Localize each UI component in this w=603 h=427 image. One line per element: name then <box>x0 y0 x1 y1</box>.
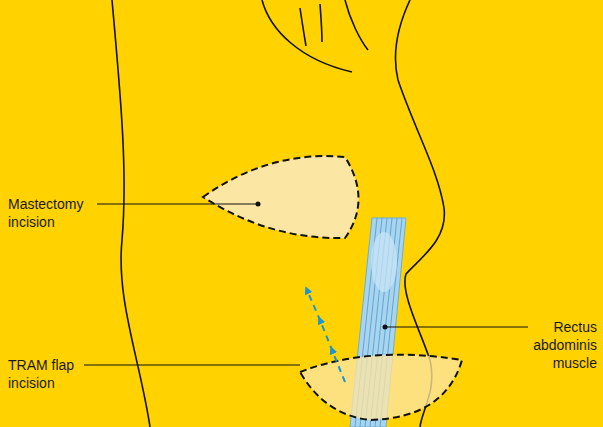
transfer-arrow <box>307 290 345 382</box>
callout-label: TRAM flap incision <box>8 356 108 392</box>
tram-flap-incision <box>300 355 462 420</box>
mastectomy-incision <box>203 156 359 238</box>
callout-label: Mastectomy incision <box>8 195 108 231</box>
leader-dot <box>256 202 388 330</box>
leader-line <box>84 204 528 365</box>
callout-label: Rectus abdominis muscle <box>517 318 597 372</box>
